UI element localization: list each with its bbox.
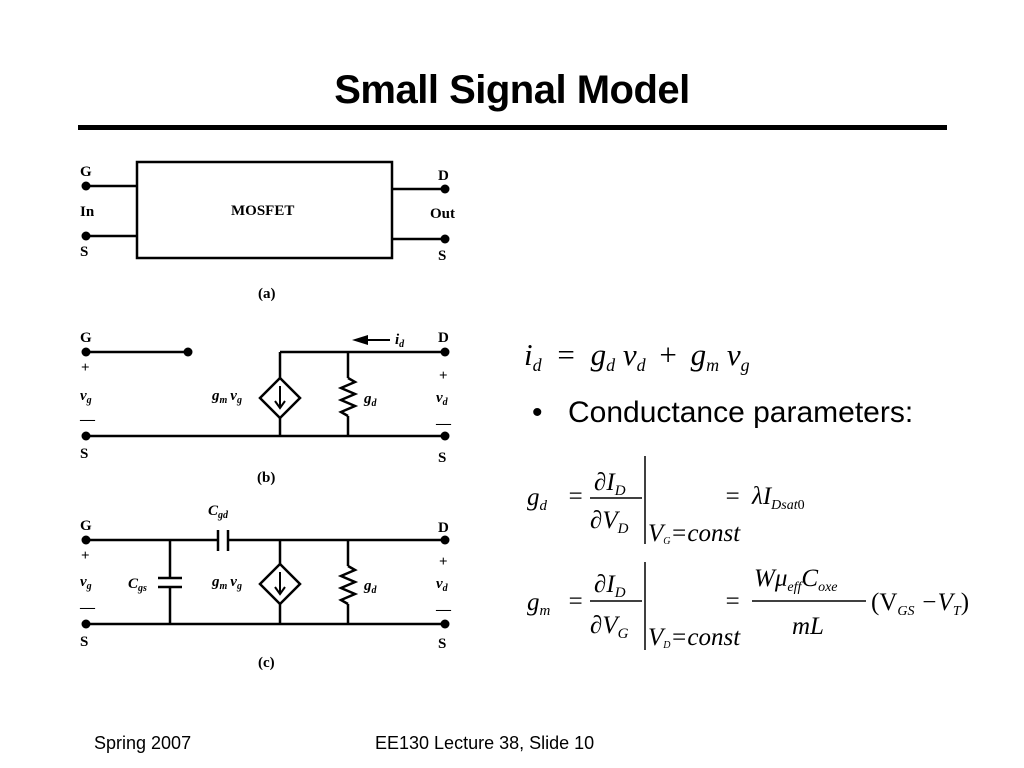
label-s: S: [438, 636, 446, 652]
id-arrow-icon: [352, 335, 368, 345]
mosfet-box: [135, 160, 394, 260]
equation-gd: gd = ∂ID ∂VD VG=const = λIDsat0: [527, 456, 805, 547]
terminal-dot: [81, 347, 91, 357]
svg-text:gd: gd: [527, 484, 548, 514]
svg-text:VG=const: VG=const: [648, 520, 741, 547]
svg-text:vd: vd: [436, 576, 449, 594]
svg-text:∂VD: ∂VD: [590, 507, 629, 537]
label-s: S: [438, 450, 446, 466]
svg-text:WμeffCoxe: WμeffCoxe: [754, 565, 838, 595]
label-vd: v: [436, 576, 443, 592]
footer-date: Spring 2007: [94, 733, 192, 753]
label-vg: v: [80, 574, 87, 590]
svg-text:=: =: [724, 483, 741, 510]
label-g: G: [80, 518, 92, 534]
label-cgd: Cgd: [208, 503, 229, 521]
terminal-dot: [440, 184, 450, 194]
svg-text:=: =: [567, 483, 584, 510]
terminal-dot: [440, 234, 450, 244]
diagram-c: [86, 530, 445, 626]
label-out: Out: [430, 206, 455, 222]
label-plus: +: [81, 360, 90, 376]
label-id: i: [395, 332, 400, 348]
label-d: D: [438, 520, 449, 536]
terminal-dot: [183, 347, 193, 357]
label-d: D: [438, 330, 449, 346]
resistor: [337, 376, 359, 418]
terminal-dot: [81, 431, 91, 441]
terminal-dot: [81, 619, 91, 629]
equation-gm: gm = ∂ID ∂VG VD=const = WμeffCoxe mL (VG…: [527, 562, 969, 651]
svg-text:mL: mL: [792, 613, 824, 640]
label-gd: gd: [363, 391, 378, 409]
bullet-text: Conductance parameters:: [568, 396, 914, 429]
svg-text:λIDsat0: λIDsat0: [751, 483, 805, 513]
terminal-dot: [81, 231, 91, 241]
diagram-a: [86, 160, 445, 260]
caption-b: (b): [257, 470, 275, 486]
label-vg: v: [80, 388, 87, 404]
resistor: [337, 564, 359, 606]
footer-slide-info: EE130 Lecture 38, Slide 10: [375, 733, 595, 753]
caption-a: (a): [258, 286, 276, 302]
title-underline: [78, 125, 947, 130]
label-cgs: Cgs: [128, 576, 147, 594]
label-plus: +: [439, 554, 448, 570]
svg-text:id: id: [395, 332, 405, 350]
terminal-dot: [440, 535, 450, 545]
terminal-dot: [440, 347, 450, 357]
caption-c: (c): [258, 655, 275, 671]
label-s: S: [80, 446, 88, 462]
svg-text:vg: vg: [80, 574, 92, 592]
svg-text:=: =: [567, 588, 584, 615]
label-minus: —: [435, 602, 452, 618]
mosfet-label: MOSFET: [231, 203, 294, 219]
svg-text:gm: gm: [527, 589, 551, 619]
svg-text:=: =: [724, 588, 741, 615]
label-s: S: [80, 244, 88, 260]
label-s: S: [80, 634, 88, 650]
label-minus: —: [79, 600, 96, 616]
label-gd: gd: [363, 578, 378, 596]
label-d: D: [438, 168, 449, 184]
slide-title: Small Signal Model: [334, 68, 690, 112]
label-minus: —: [79, 412, 96, 428]
dependent-source: [258, 376, 302, 420]
label-in: In: [80, 204, 95, 220]
equation-id: id = gd vd + gm vg: [524, 337, 750, 378]
terminal-dot: [440, 431, 450, 441]
terminal-dot: [440, 619, 450, 629]
label-s: S: [438, 248, 446, 264]
diagram-b: [86, 339, 445, 438]
svg-text:VD=const: VD=const: [648, 624, 741, 651]
label-plus: +: [439, 368, 448, 384]
svg-text:(VGS −VT): (VGS −VT): [871, 589, 969, 619]
bullet-dot-icon: •: [532, 396, 543, 429]
svg-text:vd: vd: [436, 390, 449, 408]
svg-text:vg: vg: [80, 388, 92, 406]
svg-text:∂VG: ∂VG: [590, 612, 629, 642]
terminal-dot: [81, 181, 91, 191]
terminal-dot: [81, 535, 91, 545]
label-g: G: [80, 164, 92, 180]
label-vd: v: [436, 390, 443, 406]
label-minus: —: [435, 416, 452, 432]
svg-text:∂ID: ∂ID: [594, 571, 626, 601]
label-g: G: [80, 330, 92, 346]
bullet-item: • Conductance parameters:: [532, 396, 913, 430]
label-plus: +: [81, 548, 90, 564]
svg-text:∂ID: ∂ID: [594, 469, 626, 499]
